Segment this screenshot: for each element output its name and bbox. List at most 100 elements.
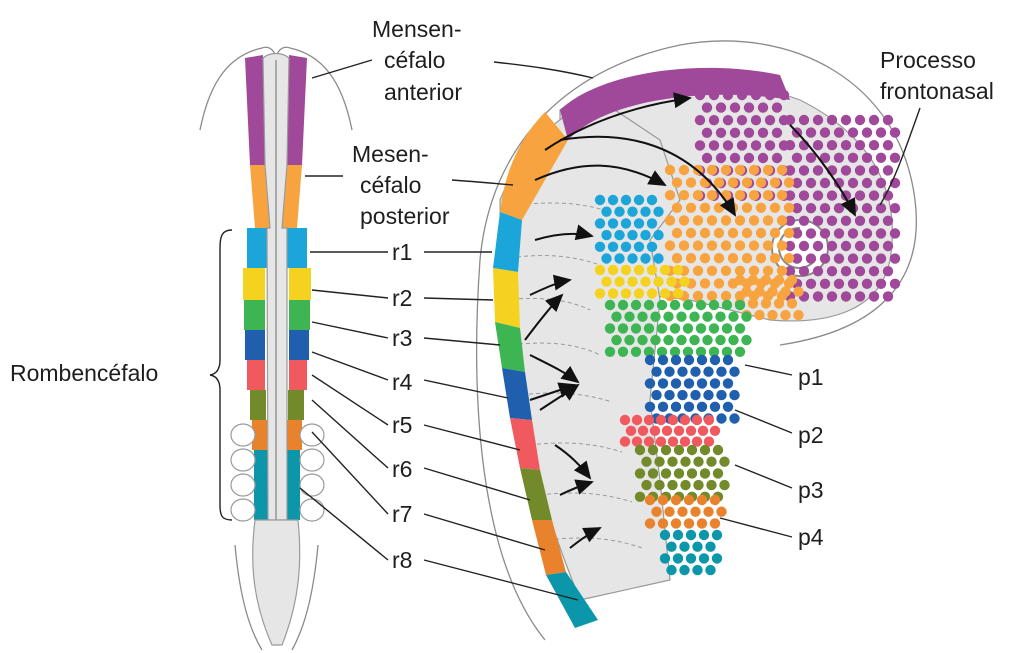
crest-cell-mesencefalo-posterior [700, 228, 710, 238]
crest-cell-mesencefalo-anterior [834, 228, 844, 238]
label-r6: r6 [392, 456, 412, 482]
crest-cell-r7 [645, 495, 655, 505]
band-r1 [493, 212, 522, 272]
crest-cell-r3 [670, 323, 680, 333]
crest-cell-r7 [677, 507, 687, 517]
crest-cell-r3 [611, 335, 621, 345]
crest-cell-mesencefalo-anterior [702, 153, 712, 163]
crest-cell-mesencefalo-anterior [841, 291, 851, 301]
crest-cell-r1 [627, 253, 637, 263]
crest-cell-mesencefalo-anterior [716, 128, 726, 138]
crest-cell-mesencefalo-posterior [756, 228, 766, 238]
crest-cell-mesencefalo-anterior [695, 140, 705, 150]
crest-cell-r2 [621, 288, 631, 298]
crest-cell-r8 [712, 553, 722, 563]
crest-cell-r3 [715, 312, 725, 322]
crest-cell-mesencefalo-anterior [695, 115, 705, 125]
crest-cell-mesencefalo-anterior [806, 127, 816, 137]
crest-cell-r4 [729, 413, 739, 423]
label-r1: r1 [392, 239, 412, 265]
crest-cell-r7 [658, 495, 668, 505]
crest-cell-mesencefalo-anterior [883, 266, 893, 276]
crest-cell-r7 [651, 507, 661, 517]
crest-cell-r3 [657, 300, 667, 310]
svg-text:céfalo: céfalo [384, 47, 445, 73]
crest-cell-r2 [660, 288, 670, 298]
crest-cell-r3 [663, 312, 673, 322]
crest-cell-r3 [735, 323, 745, 333]
tube-right-r6 [288, 390, 304, 420]
crest-cell-r1 [621, 218, 631, 228]
crest-cell-mesencefalo-posterior [763, 190, 773, 200]
crest-cell-mesencefalo-anterior [820, 279, 830, 289]
crest-cell-r3 [735, 347, 745, 357]
label-p1: p1 [798, 364, 824, 390]
label-r5: r5 [392, 412, 412, 438]
crest-cell-r2 [653, 277, 663, 287]
crest-cell-r4 [729, 390, 739, 400]
crest-cell-mesencefalo-posterior [679, 240, 689, 250]
crest-cell-r2 [608, 265, 618, 275]
crest-cell-mesencefalo-posterior [761, 298, 771, 308]
tube-left-r2 [243, 268, 265, 300]
crest-cell-r3 [696, 323, 706, 333]
crest-cell-mesencefalo-posterior [742, 253, 752, 263]
crest-cell-r5 [710, 426, 720, 436]
crest-cell-mesencefalo-anterior [876, 153, 886, 163]
crest-cell-mesencefalo-posterior [665, 190, 675, 200]
crest-cell-mesencefalo-posterior [749, 240, 759, 250]
crest-cell-mesencefalo-posterior [749, 165, 759, 175]
crest-cell-mesencefalo-anterior [862, 153, 872, 163]
crest-cell-r8 [705, 565, 715, 575]
crest-cell-mesencefalo-posterior [793, 287, 803, 297]
crest-cell-r3 [650, 335, 660, 345]
crest-cell-mesencefalo-anterior [751, 90, 761, 100]
crest-cell-r1 [640, 230, 650, 240]
crest-cell-r2 [595, 288, 605, 298]
crest-cell-mesencefalo-anterior [890, 279, 900, 289]
crest-cell-r4 [671, 402, 681, 412]
crest-cell-r4 [684, 355, 694, 365]
crest-cell-mesencefalo-anterior [876, 279, 886, 289]
crest-cell-mesencefalo-posterior [721, 240, 731, 250]
crest-cell-r1 [634, 195, 644, 205]
crest-cell-r7 [684, 495, 694, 505]
crest-cell-mesencefalo-anterior [890, 228, 900, 238]
crest-cell-r5 [668, 436, 678, 446]
crest-cell-r2 [647, 288, 657, 298]
crest-cell-mesencefalo-posterior [774, 275, 784, 285]
crest-cell-mesencefalo-anterior [751, 115, 761, 125]
crest-cell-r1 [653, 253, 663, 263]
crest-cell-mesencefalo-anterior [799, 190, 809, 200]
crest-cell-r4 [645, 378, 655, 388]
label-p2: p2 [798, 422, 824, 448]
crest-cell-mesencefalo-anterior [813, 140, 823, 150]
crest-cell-r5 [704, 415, 714, 425]
crest-cell-mesencefalo-posterior [749, 215, 759, 225]
crest-cell-r2 [627, 277, 637, 287]
crest-cell-r1 [621, 242, 631, 252]
crest-cell-r4 [651, 390, 661, 400]
crest-cell-mesencefalo-anterior [820, 253, 830, 263]
crest-cell-r4 [664, 367, 674, 377]
crest-cell-r5 [620, 415, 630, 425]
crest-cell-r3 [624, 312, 634, 322]
crest-cell-r2 [673, 265, 683, 275]
crest-cell-r3 [676, 312, 686, 322]
crest-cell-mesencefalo-anterior [855, 140, 865, 150]
crest-cell-r6 [635, 468, 645, 478]
crest-cell-mesencefalo-posterior [787, 298, 797, 308]
svg-text:Processo: Processo [880, 47, 976, 73]
crest-cell-mesencefalo-anterior [855, 266, 865, 276]
crest-cell-mesencefalo-anterior [827, 140, 837, 150]
crest-cell-r7 [658, 518, 668, 528]
crest-cell-r7 [664, 507, 674, 517]
crest-cell-r5 [680, 436, 690, 446]
crest-cell-r1 [653, 230, 663, 240]
crest-cell-r6 [719, 480, 729, 490]
crest-cell-mesencefalo-anterior [855, 216, 865, 226]
label-r3: r3 [392, 325, 412, 351]
crest-cell-mesencefalo-anterior [806, 279, 816, 289]
crest-cell-mesencefalo-posterior [700, 203, 710, 213]
crest-cell-mesencefalo-posterior [735, 266, 745, 276]
